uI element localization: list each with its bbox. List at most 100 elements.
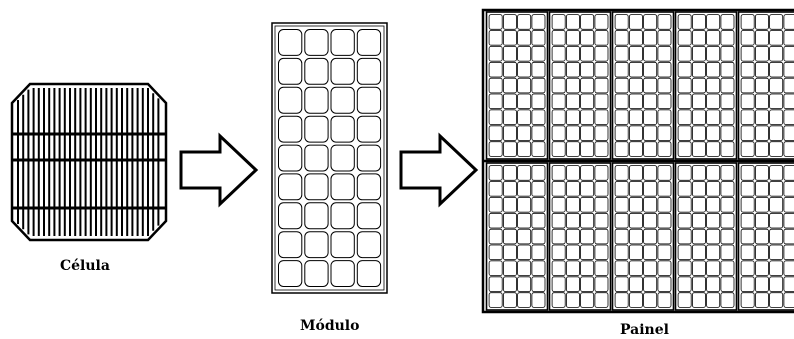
panel-cell bbox=[706, 61, 721, 78]
module-cell bbox=[278, 57, 303, 85]
panel-cell bbox=[594, 196, 609, 213]
panel-cell bbox=[580, 125, 595, 141]
panel-cell bbox=[769, 46, 784, 62]
panel-cell bbox=[488, 196, 503, 213]
panel-cell bbox=[740, 244, 755, 261]
panel-cell bbox=[629, 30, 643, 46]
panel-cell bbox=[517, 228, 532, 245]
module-cell bbox=[330, 29, 355, 56]
panel-cell bbox=[720, 141, 735, 157]
panel-cell bbox=[720, 181, 735, 197]
panel-cell bbox=[769, 212, 784, 229]
panel-cell bbox=[531, 276, 546, 292]
panel-cell bbox=[643, 46, 658, 62]
panel-cell bbox=[614, 141, 629, 157]
panel-cell bbox=[643, 212, 658, 229]
panel-cell bbox=[692, 165, 706, 181]
panel-cell bbox=[720, 30, 735, 46]
panel-cell bbox=[706, 93, 721, 110]
panel-cell bbox=[566, 276, 580, 292]
panel-cell bbox=[502, 77, 517, 94]
panel-cell bbox=[677, 228, 692, 245]
panel-cell bbox=[769, 109, 784, 126]
panel-cell bbox=[706, 181, 721, 197]
panel-cell bbox=[551, 212, 566, 229]
panel-cell bbox=[614, 125, 629, 141]
panel-cell bbox=[740, 181, 755, 197]
panel-cell bbox=[677, 61, 692, 78]
panel-cell bbox=[643, 196, 658, 213]
module-cell bbox=[330, 144, 355, 172]
module-cell bbox=[304, 260, 329, 288]
panel-cell bbox=[488, 77, 503, 94]
panel-cell bbox=[629, 228, 643, 245]
panel-cell bbox=[706, 125, 721, 141]
panel-cell bbox=[657, 93, 672, 110]
panel-cell bbox=[531, 181, 546, 197]
panel-cell bbox=[643, 141, 658, 157]
module-cell bbox=[356, 202, 382, 230]
panel-cell bbox=[580, 77, 595, 94]
panel-cell bbox=[740, 14, 755, 30]
panel-cell bbox=[706, 46, 721, 62]
cell-label: Célula bbox=[60, 258, 110, 274]
panel-cell bbox=[692, 260, 706, 276]
panel-cell bbox=[629, 212, 643, 229]
panel-cell bbox=[677, 93, 692, 110]
panel-cell bbox=[755, 77, 769, 94]
panel-module bbox=[485, 162, 549, 311]
panel-module bbox=[485, 11, 549, 160]
panel-cell bbox=[755, 14, 769, 30]
panel-cell bbox=[740, 61, 755, 78]
panel-cell bbox=[740, 93, 755, 110]
panel-cell bbox=[740, 165, 755, 181]
panel-cell bbox=[614, 109, 629, 126]
panel-cell bbox=[783, 244, 794, 261]
panel-cell bbox=[566, 61, 580, 78]
panel-cell bbox=[614, 181, 629, 197]
panel-cell bbox=[594, 292, 609, 308]
panel-cell bbox=[783, 14, 794, 30]
panel-cell bbox=[594, 61, 609, 78]
panel-cell bbox=[706, 165, 721, 181]
panel-cell bbox=[594, 109, 609, 126]
panel-cell bbox=[502, 196, 517, 213]
panel-cell bbox=[677, 46, 692, 62]
panel-cell bbox=[769, 30, 784, 46]
panel-cell bbox=[614, 77, 629, 94]
panel-module bbox=[674, 162, 738, 311]
panel-cell bbox=[677, 276, 692, 292]
module-cell bbox=[356, 260, 382, 288]
panel-cell bbox=[566, 125, 580, 141]
panel-cell bbox=[614, 228, 629, 245]
panel-cell bbox=[720, 77, 735, 94]
module-cell bbox=[278, 86, 303, 114]
panel-cell bbox=[629, 46, 643, 62]
panel-cell bbox=[692, 276, 706, 292]
panel-cell bbox=[580, 46, 595, 62]
panel-cell bbox=[677, 165, 692, 181]
module-cell bbox=[278, 144, 303, 172]
panel-cell bbox=[629, 181, 643, 197]
panel-cell bbox=[517, 196, 532, 213]
panel-cell bbox=[740, 212, 755, 229]
panel-cell bbox=[502, 181, 517, 197]
panel-cell bbox=[551, 93, 566, 110]
module-cell bbox=[356, 29, 382, 56]
panel-cell bbox=[629, 93, 643, 110]
panel-module bbox=[737, 11, 794, 160]
module-cell bbox=[304, 57, 329, 85]
panel-cell bbox=[502, 93, 517, 110]
module-cell bbox=[356, 86, 382, 114]
panel-cell bbox=[531, 165, 546, 181]
module-cell bbox=[304, 202, 329, 230]
panel-cell bbox=[783, 292, 794, 308]
panel-cell bbox=[488, 212, 503, 229]
panel-cell bbox=[502, 276, 517, 292]
panel-cell bbox=[614, 292, 629, 308]
panel-cell bbox=[614, 244, 629, 261]
panel-cell bbox=[502, 292, 517, 308]
panel-cell bbox=[783, 165, 794, 181]
panel-cell bbox=[551, 77, 566, 94]
panel-cell bbox=[783, 141, 794, 157]
